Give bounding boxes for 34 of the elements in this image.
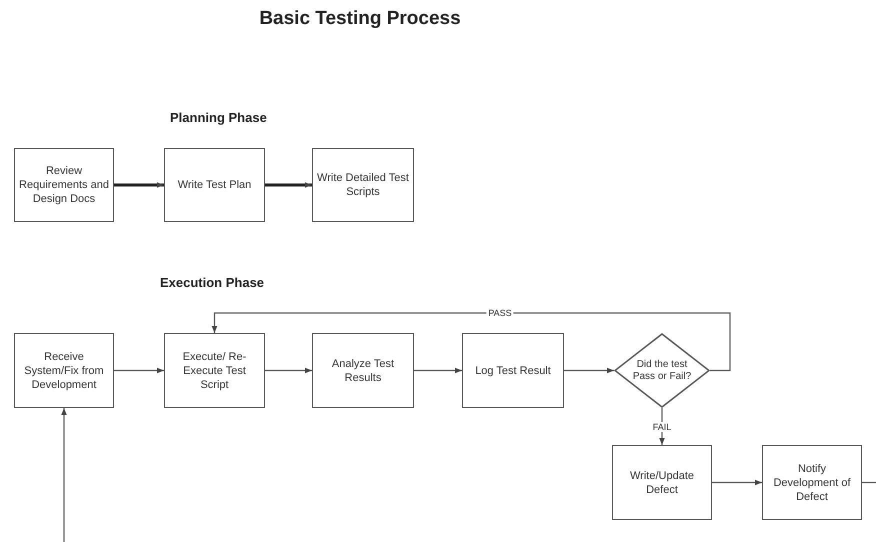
edge-label: PASS (486, 308, 514, 318)
process-box (462, 333, 564, 408)
node-label: Log Test Result (474, 364, 552, 378)
node-label: Review Requirements and Design Docs (18, 164, 110, 206)
node-label: Write Detailed Test Scripts (316, 171, 410, 199)
edge-label: FAIL (650, 422, 674, 432)
arrow (61, 408, 67, 542)
process-box (312, 333, 414, 408)
node-label: Notify Development of Defect (772, 462, 852, 504)
arrow (564, 368, 614, 374)
arrow (712, 480, 762, 486)
node-label: Receive System/Fix from Development (23, 350, 105, 392)
arrow (212, 312, 731, 372)
node-label: Write Test Plan (176, 178, 252, 192)
arrow (265, 368, 312, 374)
arrow (414, 368, 462, 374)
node-label: Execute/ Re-Execute Test Script (182, 350, 248, 392)
process-box (164, 333, 265, 408)
arrow (265, 182, 312, 188)
diagram-title: Basic Testing Process (258, 8, 462, 30)
arrow (114, 368, 164, 374)
process-box (762, 445, 862, 520)
section-heading: Execution Phase (160, 275, 264, 290)
process-box (14, 333, 114, 408)
process-box (14, 148, 114, 222)
section-heading: Planning Phase (170, 110, 267, 125)
process-box (612, 445, 712, 520)
arrow (114, 182, 164, 188)
decision-diamond (614, 333, 710, 408)
node-label: Analyze Test Results (330, 356, 396, 384)
node-label: Write/Update Defect (629, 468, 695, 496)
node-label: Did the test Pass or Fail? (632, 358, 692, 382)
process-box (312, 148, 414, 222)
process-box (164, 148, 265, 222)
